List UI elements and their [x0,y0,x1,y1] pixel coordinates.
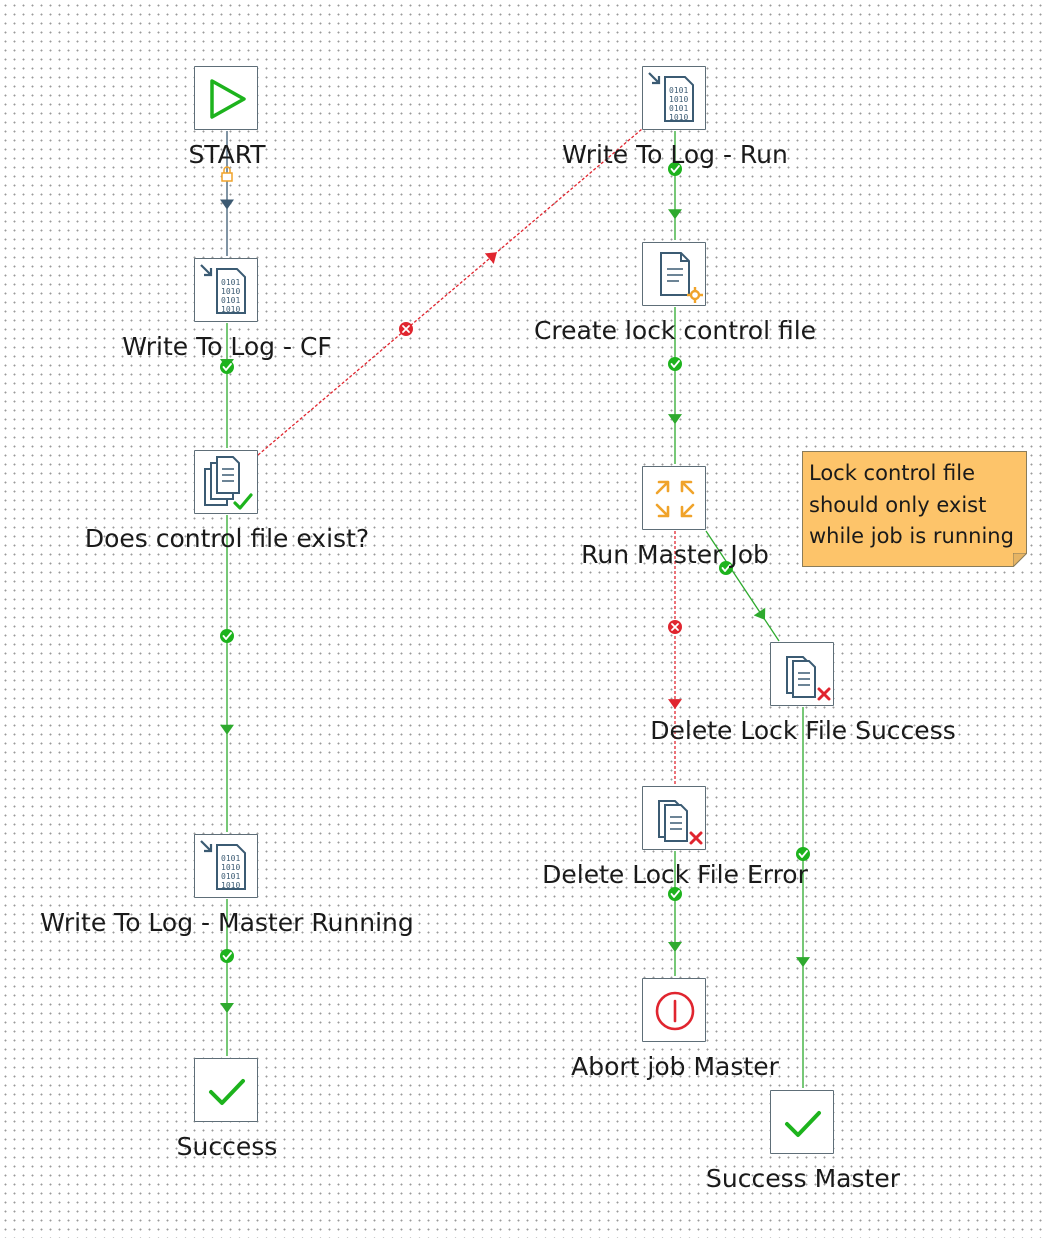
write-log-run-label: Write To Log - Run [562,140,788,169]
abort-icon [655,991,695,1031]
create-lock-file-label: Create lock control file [533,316,817,345]
start-label: START [188,140,266,169]
run-master-job-node[interactable] [642,466,706,530]
control-file-exists-node[interactable] [194,450,258,514]
hop-line-success[interactable] [705,530,780,642]
hop-success-badge-icon [220,629,234,643]
delete-lock-error-node[interactable] [642,786,706,850]
hop-success-badge-icon [668,162,682,176]
note-line: should only exist [809,492,987,517]
write-log-cf-label: Write To Log - CF [122,332,332,361]
success-label: Success [176,1132,278,1161]
success-master-label: Success Master [706,1164,900,1193]
delete-lock-error-label: Delete Lock File Error [542,860,808,889]
control-file-exists-label: Does control file exist? [84,524,370,553]
start-play-icon [210,79,246,119]
hop-unconditional-lock-icon [221,166,233,182]
job-arrows-icon [655,480,695,518]
svg-text:0101: 0101 [221,278,240,287]
svg-text:0101: 0101 [221,296,240,305]
hop-success-badge-icon [220,949,234,963]
hop-success-badge-icon [668,887,682,901]
hop-line-failure[interactable] [257,128,643,456]
svg-text:1010: 1010 [669,113,688,122]
svg-text:1010: 1010 [221,863,240,872]
create-lock-file-node[interactable] [642,242,706,306]
run-master-job-label: Run Master Job [581,540,769,569]
start-node[interactable] [194,66,258,130]
svg-text:0101: 0101 [669,86,688,95]
files-exist-check-icon [204,456,253,510]
success-master-node[interactable] [770,1090,834,1154]
hop-arrow [484,252,497,265]
sticky-note[interactable]: Lock control file should only exist whil… [802,451,1027,567]
success-check-icon [785,1111,821,1137]
delete-files-icon [658,800,703,845]
create-file-icon [660,252,703,303]
note-line: Lock control file [809,461,976,485]
delete-lock-success-label: Delete Lock File Success [650,716,956,745]
svg-text:0101: 0101 [669,104,688,113]
write-to-log-icon: 0101 1010 0101 1010 [200,264,246,314]
success-node[interactable] [194,1058,258,1122]
note-fold-corner [1013,553,1027,567]
delete-files-icon [786,656,831,701]
abort-master-label: Abort job Master [571,1052,779,1081]
write-log-cf-node[interactable]: 0101 1010 0101 1010 [194,258,258,322]
write-log-master-running-label: Write To Log - Master Running [40,908,414,937]
note-line: while job is running [809,524,1014,548]
svg-text:0101: 0101 [221,854,240,863]
hop-success-badge-icon [719,561,733,575]
success-check-icon [209,1079,245,1105]
write-to-log-icon: 0101 1010 0101 1010 [648,72,694,122]
svg-text:1010: 1010 [221,305,240,314]
hops-layer [220,128,810,1088]
svg-text:1010: 1010 [221,287,240,296]
write-log-master-running-node[interactable]: 0101 1010 0101 1010 [194,834,258,898]
write-to-log-icon: 0101 1010 0101 1010 [200,840,246,890]
hop-success-badge-icon [668,357,682,371]
hop-arrow [753,607,766,620]
write-log-run-node[interactable]: 0101 1010 0101 1010 [642,66,706,130]
hop-success-badge-icon [220,360,234,374]
hop-failure-badge-icon [399,322,413,336]
svg-text:1010: 1010 [221,881,240,890]
hop-failure-badge-icon [668,620,682,634]
svg-text:1010: 1010 [669,95,688,104]
hop-success-badge-icon [796,847,810,861]
svg-text:0101: 0101 [221,872,240,881]
delete-lock-success-node[interactable] [770,642,834,706]
abort-master-node[interactable] [642,978,706,1042]
